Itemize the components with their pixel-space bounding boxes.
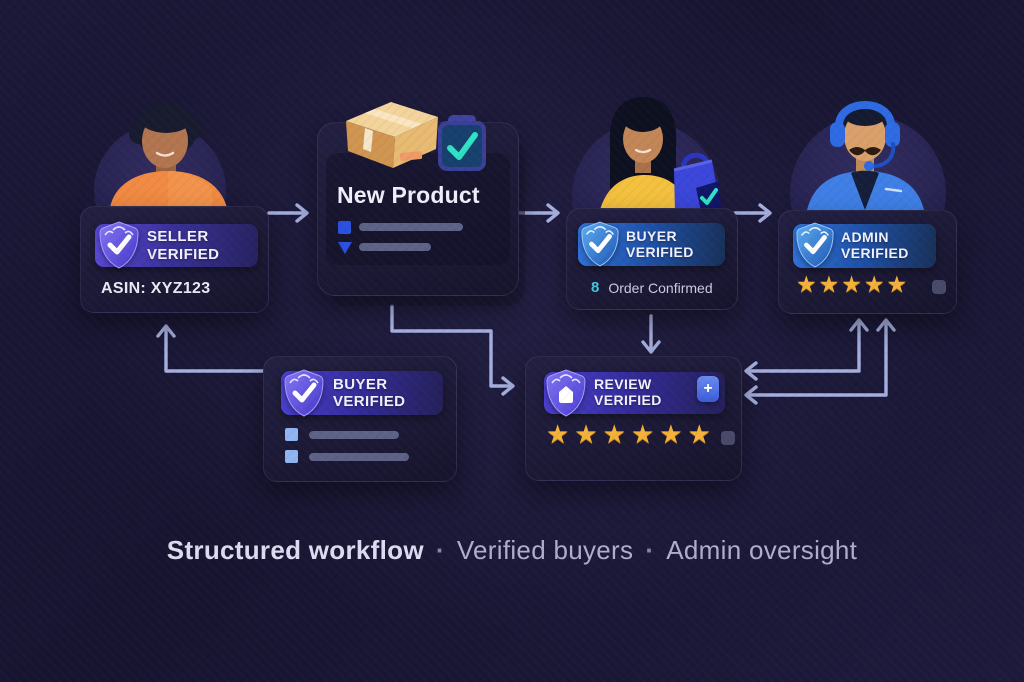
badge-label-line2: VERIFIED bbox=[841, 245, 909, 261]
badge-label-line1: ADMIN bbox=[841, 229, 889, 246]
star-icon: ★ bbox=[841, 271, 862, 297]
arrow-review-admin-2 bbox=[746, 320, 888, 397]
rating-placeholder-square bbox=[721, 431, 735, 445]
package-box-icon bbox=[346, 102, 438, 168]
buyer-card: BUYER VERIFIED 8 Order Confirmed bbox=[566, 208, 738, 310]
list-line bbox=[309, 453, 409, 461]
shield-check-icon bbox=[99, 221, 139, 269]
order-status-row: 8 Order Confirmed bbox=[591, 279, 713, 296]
badge-label-line2: VERIFIED bbox=[594, 392, 662, 408]
order-status-icon: 8 bbox=[591, 279, 600, 296]
seller-card: SELLER VERIFIED ASIN: XYZ123 bbox=[80, 206, 269, 313]
star-icon: ★ bbox=[659, 419, 683, 449]
list-bullet-square bbox=[338, 221, 351, 234]
arrow-product-to-review bbox=[390, 304, 512, 388]
list-bullet-triangle bbox=[338, 242, 352, 254]
badge-label-line2: VERIFIED bbox=[333, 393, 406, 410]
shield-check-icon bbox=[796, 222, 834, 268]
star-icon: ★ bbox=[630, 419, 655, 449]
caption-item: Structured workflow bbox=[166, 535, 424, 565]
rating-placeholder-square bbox=[932, 280, 946, 294]
caption-item: Verified buyers bbox=[456, 535, 634, 565]
caption-separator: · bbox=[435, 535, 445, 565]
badge-label-line1: BUYER bbox=[333, 375, 388, 393]
star-icon: ★ bbox=[687, 419, 711, 449]
shield-home-icon bbox=[546, 369, 586, 417]
review-card: REVIEW VERIFIED + ★★★★★★ bbox=[525, 356, 742, 481]
badge-label-line1: BUYER bbox=[626, 227, 678, 244]
star-icon: ★ bbox=[602, 419, 626, 449]
list-bullet-square bbox=[285, 428, 298, 441]
admin-avatar bbox=[807, 97, 924, 210]
review-verified-badge: REVIEW VERIFIED + bbox=[544, 369, 725, 417]
review-star-rating: ★★★★★★ bbox=[546, 421, 711, 447]
star-icon: ★ bbox=[546, 419, 570, 449]
caption: Structured workflow · Verified buyers · Admi… bbox=[0, 535, 1024, 566]
star-icon: ★ bbox=[574, 419, 598, 449]
shield-check-icon bbox=[284, 369, 324, 417]
buyer-avatar bbox=[600, 97, 690, 210]
arrow-pendingcard-to-seller bbox=[164, 326, 265, 373]
seller-verified-badge: SELLER VERIFIED bbox=[95, 221, 258, 269]
badge-label-line2: VERIFIED bbox=[626, 243, 694, 260]
buyer-verified-badge-pending: BUYER VERIFIED bbox=[281, 369, 443, 417]
badge-label-line1: SELLER bbox=[147, 228, 209, 246]
arrow-review-admin-1 bbox=[746, 320, 861, 373]
asin-label: ASIN: XYZ123 bbox=[101, 280, 211, 297]
clipboard-check-icon bbox=[438, 115, 486, 171]
star-icon: ★ bbox=[863, 271, 885, 297]
shield-check-icon bbox=[581, 221, 619, 267]
add-review-button: + bbox=[697, 376, 719, 402]
admin-star-rating: ★★★★★ bbox=[796, 273, 907, 296]
admin-verified-badge: ADMIN VERIFIED bbox=[793, 222, 936, 268]
list-line bbox=[309, 431, 399, 439]
admin-card: ADMIN VERIFIED ★★★★★ bbox=[778, 210, 957, 314]
star-icon: ★ bbox=[818, 271, 840, 297]
badge-label-line2: VERIFIED bbox=[147, 245, 220, 263]
buyer-verified-badge: BUYER VERIFIED bbox=[578, 221, 725, 267]
caption-item: Admin oversight bbox=[666, 535, 858, 565]
seller-avatar bbox=[110, 103, 227, 208]
caption-separator: · bbox=[645, 535, 655, 565]
order-status-label: Order Confirmed bbox=[608, 279, 713, 296]
badge-label-line1: REVIEW bbox=[594, 376, 652, 393]
product-title: New Product bbox=[337, 182, 480, 208]
list-line bbox=[359, 243, 431, 251]
buyer-pending-card: BUYER VERIFIED bbox=[263, 356, 457, 482]
list-bullet-square bbox=[285, 450, 298, 463]
star-icon: ★ bbox=[886, 271, 908, 297]
star-icon: ★ bbox=[796, 271, 817, 297]
shopping-bag-icon bbox=[673, 152, 722, 223]
list-line bbox=[359, 223, 463, 231]
